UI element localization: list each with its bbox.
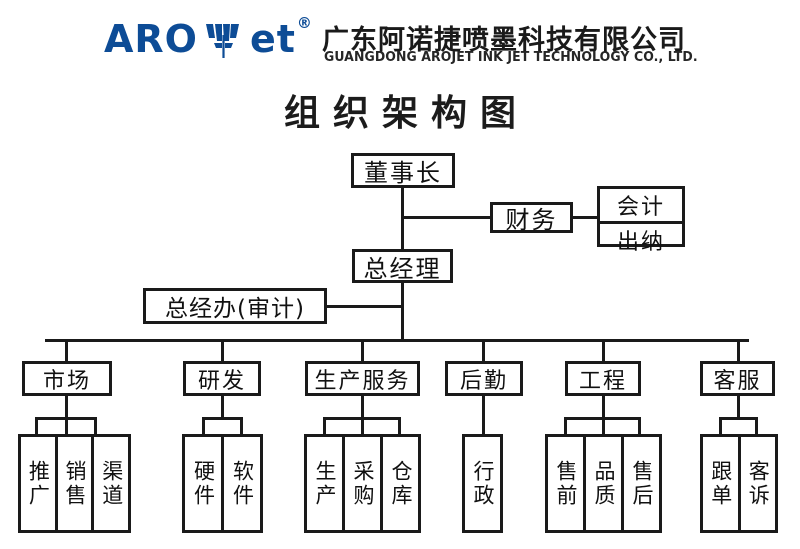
connector-finance-to-accounting <box>570 216 600 219</box>
connector-bus-to-dept-rd <box>221 339 224 363</box>
logo-text-aro: ARO <box>104 17 198 61</box>
logo-text-et: et <box>249 17 296 61</box>
node-promotion[interactable]: 推广 <box>26 459 51 508</box>
connector-bus-to-dept-production-service <box>361 339 364 363</box>
registered-trademark-icon: ® <box>296 14 312 32</box>
node-order-follow-up[interactable]: 跟单 <box>708 459 733 508</box>
node-pre-sales[interactable]: 售前 <box>554 459 578 508</box>
connector-department-bus <box>45 339 749 342</box>
connector-eng-child-2 <box>602 417 605 436</box>
node-finance-children[interactable]: 会计 出纳 <box>597 186 685 255</box>
company-name-english: GUANGDONG AROJET INK JET TECHNOLOGY CO.,… <box>324 50 698 65</box>
node-cashier[interactable]: 出纳 <box>600 221 682 256</box>
node-hardware[interactable]: 硬件 <box>191 459 216 508</box>
connector-ps-child-2 <box>361 417 364 436</box>
node-software[interactable]: 软件 <box>221 437 260 530</box>
connector-rd-child-2 <box>240 417 243 436</box>
node-channel[interactable]: 渠道 <box>91 437 128 530</box>
connector-bus-to-dept-engineering <box>602 339 605 363</box>
group-rd-children[interactable]: 硬件 软件 <box>182 434 263 533</box>
connector-rd-children-bus <box>202 417 243 420</box>
node-chairman[interactable]: 董事长 <box>351 153 455 188</box>
node-sales[interactable]: 销售 <box>54 437 92 530</box>
node-after-sales[interactable]: 售后 <box>621 437 659 530</box>
connector-market-child-1 <box>35 417 38 436</box>
connector-ps-child-1 <box>323 417 326 436</box>
connector-cs-to-children-stem <box>737 394 740 418</box>
connector-eng-child-3 <box>638 417 641 436</box>
connector-cs-child-1 <box>719 417 722 436</box>
connector-bus-to-dept-market <box>65 339 68 363</box>
connector-rd-to-children-stem <box>221 394 224 418</box>
group-market-children[interactable]: 推广 销售 渠道 <box>18 434 131 533</box>
connector-gm-to-gm-office <box>324 305 403 308</box>
node-production[interactable]: 生产 <box>313 459 337 508</box>
company-name-chinese: 广东阿诺捷喷墨科技有限公司 <box>322 25 686 56</box>
connector-cs-children-bus <box>719 417 758 420</box>
node-dept-customer-service[interactable]: 客服 <box>700 361 775 396</box>
group-production-service-children[interactable]: 生产 采购 仓库 <box>304 434 421 533</box>
connector-chairman-to-gm <box>401 186 404 252</box>
node-warehouse[interactable]: 仓库 <box>380 437 418 530</box>
node-gm-office-audit[interactable]: 总经办(审计) <box>143 288 327 324</box>
node-dept-engineering[interactable]: 工程 <box>565 361 641 396</box>
node-purchasing[interactable]: 采购 <box>342 437 380 530</box>
node-customer-complaint[interactable]: 客诉 <box>737 437 776 530</box>
connector-chairman-to-finance <box>401 216 493 219</box>
node-quality[interactable]: 品质 <box>583 437 621 530</box>
connector-market-to-children-stem <box>65 394 68 418</box>
node-dept-logistics[interactable]: 后勤 <box>445 361 523 396</box>
connector-ps-child-3 <box>398 417 401 436</box>
group-logistics-children[interactable]: 行政 <box>462 434 503 533</box>
group-customer-service-children[interactable]: 跟单 客诉 <box>700 434 778 533</box>
node-dept-rd[interactable]: 研发 <box>183 361 261 396</box>
connector-cs-child-2 <box>755 417 758 436</box>
page-title: 组织架构图 <box>283 93 529 134</box>
connector-gm-to-departments <box>401 282 404 342</box>
node-accountant[interactable]: 会计 <box>616 195 665 220</box>
connector-eng-to-children-stem <box>602 394 605 418</box>
connector-market-child-3 <box>94 417 97 436</box>
connector-logistics-to-child <box>482 394 485 435</box>
node-administration[interactable]: 行政 <box>471 459 495 508</box>
node-dept-market[interactable]: 市场 <box>22 361 112 396</box>
page-header: ARO et ® 广东阿诺捷喷墨科技有限公司 GUANGD <box>0 0 800 80</box>
connector-bus-to-dept-logistics <box>482 339 485 363</box>
connector-rd-child-1 <box>202 417 205 436</box>
connector-bus-to-dept-customer-service <box>737 339 740 363</box>
connector-ps-to-children-stem <box>361 394 364 418</box>
group-engineering-children[interactable]: 售前 品质 售后 <box>545 434 662 533</box>
connector-eng-child-1 <box>564 417 567 436</box>
node-general-manager[interactable]: 总经理 <box>352 249 453 283</box>
company-logo: ARO et ® <box>104 14 312 62</box>
node-dept-production-service[interactable]: 生产服务 <box>305 361 420 396</box>
node-finance[interactable]: 财务 <box>490 202 573 234</box>
jet-leaf-icon <box>205 21 245 59</box>
connector-market-child-2 <box>65 417 68 436</box>
